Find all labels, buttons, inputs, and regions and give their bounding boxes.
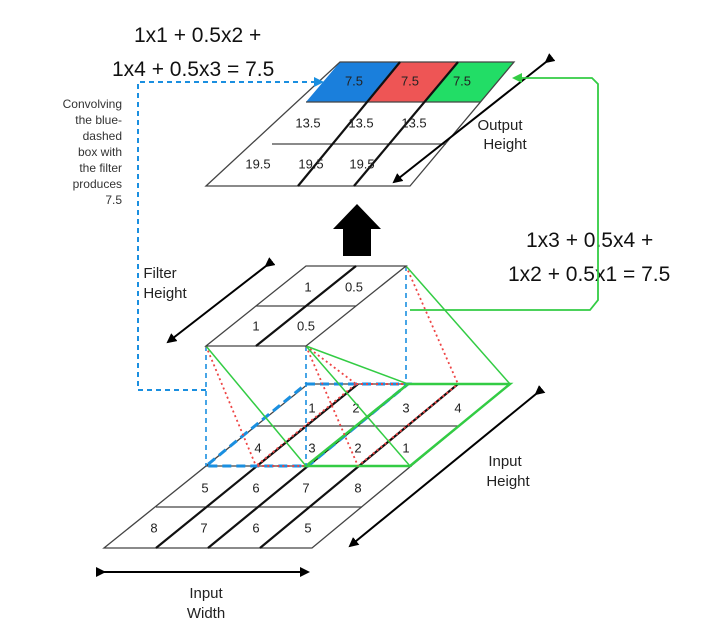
input-cell-value: 8 [150,520,157,535]
input-height-label-1: Input [488,453,522,470]
input-cell-value: 6 [252,480,259,495]
input-cell-value: 5 [304,520,311,535]
output-cell-value: 13.5 [295,115,320,130]
filter-height-label-1: Filter [143,265,176,282]
note-line-2: the blue- [75,113,122,127]
input-height-label-2: Height [486,473,530,490]
input-cell-value: 8 [354,480,361,495]
output-height-label-1: Output [477,117,523,134]
input-cell-value: 1 [402,440,409,455]
note-line-1: Convolving [63,97,122,111]
output-cell-value: 13.5 [401,115,426,130]
filter-cell-value: 1 [304,279,311,294]
right-equation-line-1: 1x3 + 0.5x4 + [526,229,653,252]
convolution-note: Convolving the blue- dashed box with the… [63,97,123,207]
input-cell-value: 3 [402,400,409,415]
filter-cell-value: 0.5 [345,279,363,294]
green-projection [205,345,307,467]
note-line-6: produces [73,177,122,191]
filter-cell-value: 0.5 [297,318,315,333]
up-arrow-icon [333,204,381,256]
filter-height-label-2: Height [143,285,187,302]
red-projection [305,345,359,467]
input-cell-value: 7 [200,520,207,535]
input-cell-value: 7 [302,480,309,495]
blue-dashed-connector [137,77,324,391]
green-projection [305,345,409,385]
output-cell-value: 19.5 [349,156,374,171]
output-cell-value: 7.5 [453,73,471,88]
filter-grid: 1 0.5 1 0.5 [204,265,408,347]
input-cell-value: 1 [308,400,315,415]
red-projection [405,265,459,385]
red-projection [205,345,257,467]
output-cell-value: 19.5 [298,156,323,171]
green-projection [405,265,511,385]
note-line-7: 7.5 [105,193,122,207]
output-height-label-2: Height [483,136,527,153]
input-cell-value: 4 [454,400,461,415]
note-line-5: the filter [79,161,122,175]
input-height-arrow [348,385,546,548]
top-equation-line-1: 1x1 + 0.5x2 + [134,24,261,47]
filter-height-arrow [166,257,276,344]
input-cell-value: 2 [354,440,361,455]
input-width-label-2: Width [187,605,225,622]
output-cell-value: 13.5 [348,115,373,130]
output-cell-blue [306,62,400,102]
filter-cell-value: 1 [252,318,259,333]
output-cell-value: 7.5 [345,73,363,88]
input-width-label-1: Input [189,585,223,602]
output-cell-value: 19.5 [245,156,270,171]
top-equation-line-2: 1x4 + 0.5x3 = 7.5 [112,58,274,81]
output-cell-value: 7.5 [401,73,419,88]
input-cell-value: 4 [254,440,261,455]
note-line-4: box with [78,145,122,159]
input-cell-value: 5 [201,480,208,495]
input-cell-value: 3 [308,440,315,455]
green-connector [410,73,599,311]
note-line-3: dashed [83,129,122,143]
input-cell-value: 6 [252,520,259,535]
right-equation-line-2: 1x2 + 0.5x1 = 7.5 [508,263,670,286]
red-projection [305,345,357,385]
